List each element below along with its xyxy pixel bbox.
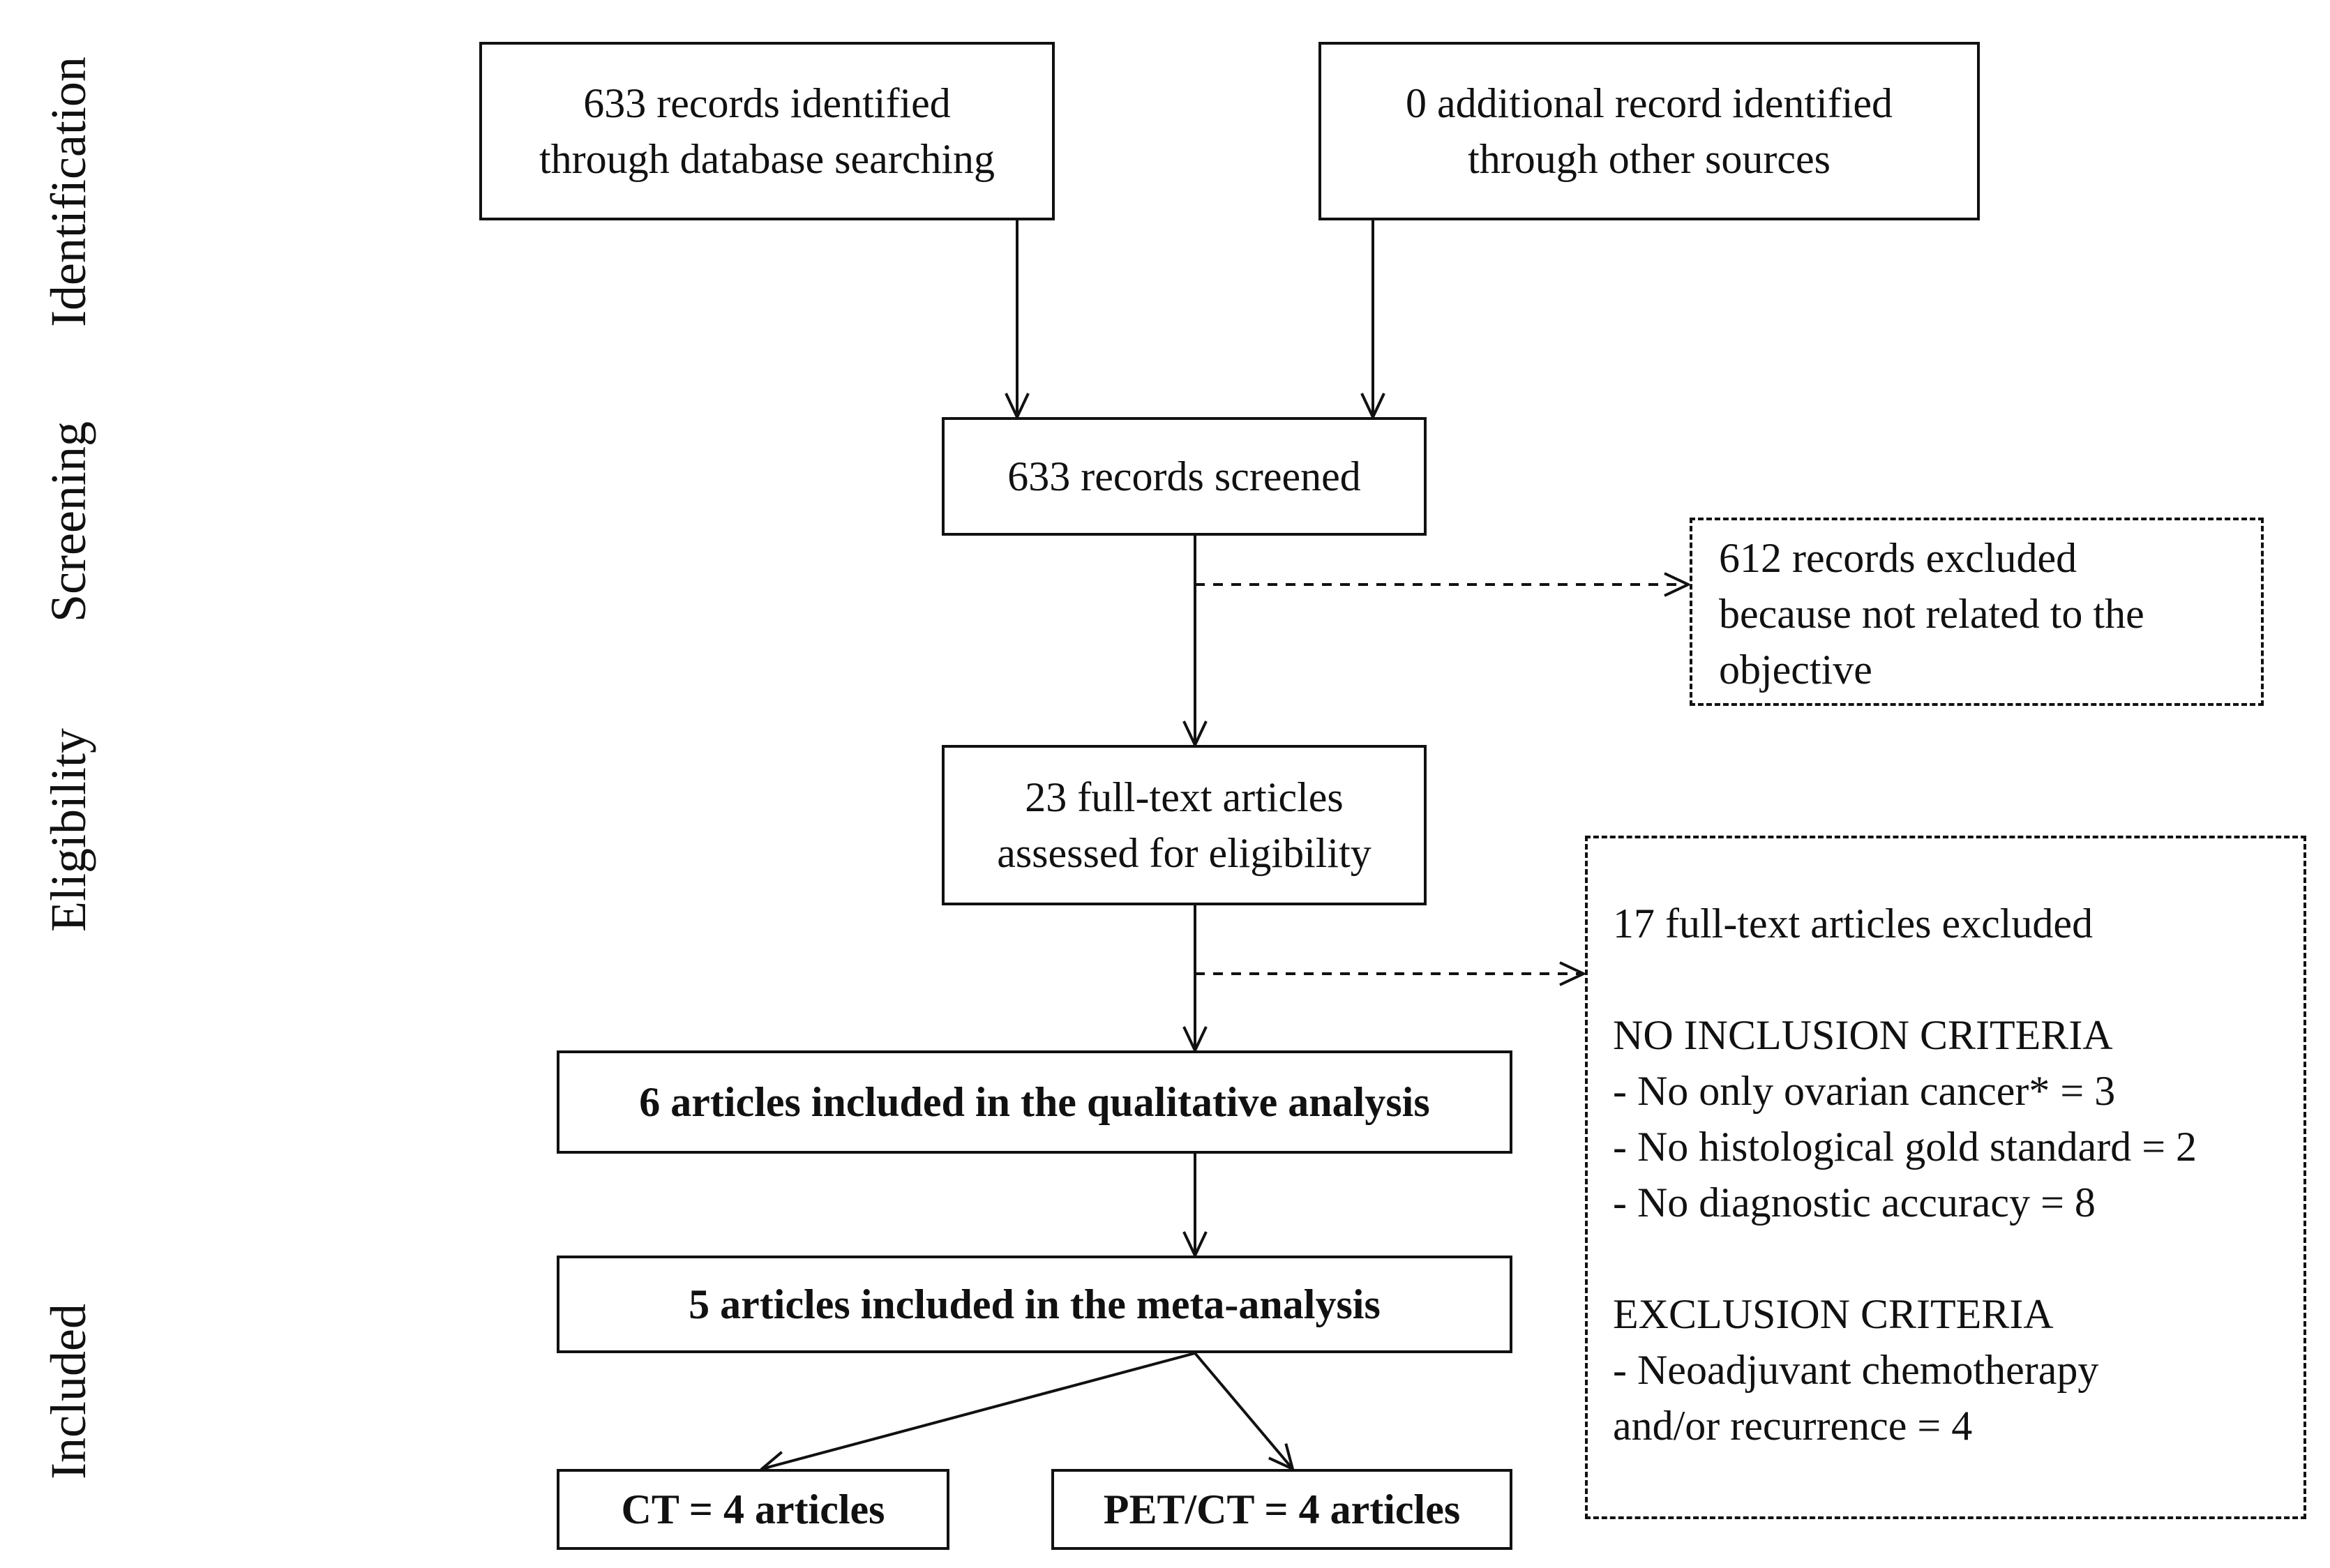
box-fulltext-excluded: 17 full-text articles excluded NO INCLUS… (1585, 836, 2306, 1519)
no-inclusion-criteria-heading: NO INCLUSION CRITERIA (1613, 1012, 2113, 1058)
no-inclusion-item: - No histological gold standard = 2 (1613, 1124, 2197, 1170)
box-records-excluded-text: 612 records excluded because not related… (1719, 535, 2144, 693)
arrow-meta-to-petct (1194, 1352, 1293, 1469)
box-meta-analysis-text: 5 articles included in the meta-analysis (689, 1281, 1381, 1327)
box-records-screened: 633 records screened (942, 417, 1427, 536)
box-records-database-searching: 633 records identified through database … (479, 42, 1055, 220)
box-records-other-sources: 0 additional record identified through o… (1318, 42, 1980, 220)
box-fulltext-assessed: 23 full-text articles assessed for eligi… (942, 745, 1427, 905)
fulltext-excluded-title: 17 full-text articles excluded (1613, 900, 2094, 947)
box-qualitative-analysis: 6 articles included in the qualitative a… (557, 1050, 1512, 1154)
box-records-screened-text: 633 records screened (1007, 453, 1361, 499)
box-records-database-searching-text: 633 records identified through database … (539, 80, 995, 182)
box-qualitative-analysis-text: 6 articles included in the qualitative a… (639, 1079, 1430, 1125)
box-fulltext-excluded-content: 17 full-text articles excluded NO INCLUS… (1613, 896, 2197, 1454)
box-meta-analysis: 5 articles included in the meta-analysis (557, 1256, 1512, 1353)
box-ct-articles: CT = 4 articles (557, 1469, 949, 1550)
exclusion-item: - Neoadjuvant chemotherapy (1613, 1347, 2099, 1393)
box-records-excluded: 612 records excluded because not related… (1690, 518, 2264, 706)
box-fulltext-assessed-text: 23 full-text articles assessed for eligi… (997, 774, 1371, 876)
no-inclusion-item: - No only ovarian cancer* = 3 (1613, 1068, 2116, 1114)
box-records-other-sources-text: 0 additional record identified through o… (1405, 80, 1893, 182)
spacer (1613, 1230, 2197, 1286)
spacer (1613, 951, 2197, 1007)
box-petct-articles-text: PET/CT = 4 articles (1103, 1486, 1461, 1532)
box-ct-articles-text: CT = 4 articles (621, 1486, 885, 1532)
exclusion-criteria-heading: EXCLUSION CRITERIA (1613, 1291, 2054, 1337)
arrow-meta-to-ct (762, 1352, 1196, 1469)
exclusion-item: and/or recurrence = 4 (1613, 1403, 1973, 1449)
box-petct-articles: PET/CT = 4 articles (1051, 1469, 1512, 1550)
no-inclusion-item: - No diagnostic accuracy = 8 (1613, 1179, 2096, 1226)
